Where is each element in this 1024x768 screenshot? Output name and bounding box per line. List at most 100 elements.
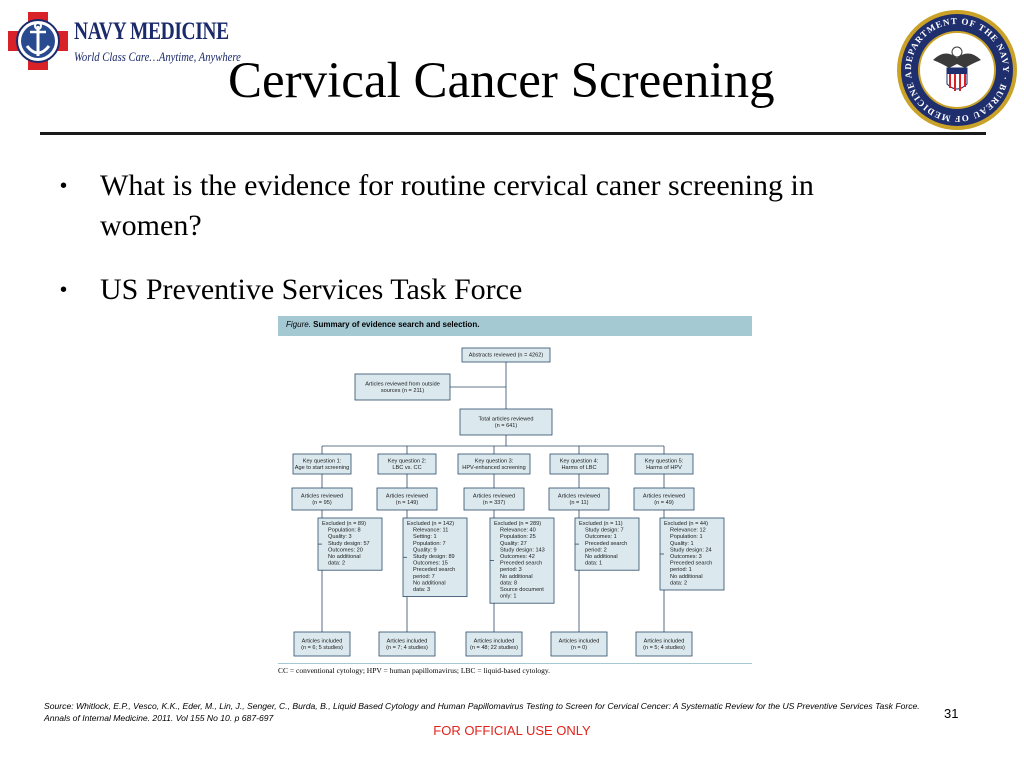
figure-title: Figure. Summary of evidence search and s… — [286, 320, 479, 329]
excluded-text: period: 7 — [413, 574, 435, 580]
excluded-text: data: 1 — [585, 561, 602, 567]
excluded-text: Excluded (n = 11) — [579, 521, 623, 527]
excluded-text: data: 3 — [413, 587, 430, 593]
total-reviewed-text: (n = 641) — [495, 423, 518, 429]
excluded-text: Population: 25 — [500, 534, 536, 540]
articles-reviewed-text: (n = 49) — [654, 500, 674, 506]
excluded-text: No additional — [500, 574, 533, 580]
bullet-text: US Preventive Services Task Force — [100, 273, 523, 306]
excluded-text: Population: 8 — [328, 528, 361, 534]
excluded-text: Preceded search — [585, 541, 627, 547]
excluded-text: Study design: 24 — [670, 547, 712, 553]
excluded-box — [402, 517, 468, 597]
key-question-text: Harms of HPV — [646, 465, 682, 471]
excluded-text: Relevance: 11 — [413, 528, 448, 534]
articles-included-box — [635, 631, 693, 657]
bullet-marker: • — [60, 279, 68, 301]
abstracts-reviewed-text: Abstracts reviewed (n = 4262) — [469, 353, 544, 359]
excluded-text: Quality: 3 — [328, 534, 352, 540]
excluded-text: Preceded search — [670, 561, 712, 567]
excluded-text: Population: 7 — [413, 541, 446, 547]
slide-title: Cervical Cancer Screening — [228, 53, 775, 109]
figure-caption: CC = conventional cytology; HPV = human … — [278, 666, 551, 675]
bullet-marker: • — [60, 175, 68, 197]
evidence-flow-figure: Figure. Summary of evidence search and s… — [278, 316, 752, 680]
excluded-text: Outcomes: 15 — [413, 561, 448, 567]
key-question-text: Key question 4: — [560, 458, 599, 464]
excluded-text: No additional — [670, 574, 703, 580]
articles-included-text: Articles included — [559, 638, 600, 644]
excluded-text: Study design: 89 — [413, 554, 455, 560]
excluded-text: period: 1 — [670, 567, 692, 573]
key-question-text: Key question 3: — [475, 458, 514, 464]
excluded-text: Source document — [500, 587, 544, 593]
articles-reviewed-text: (n = 149) — [396, 500, 419, 506]
articles-reviewed-text: Articles reviewed — [558, 493, 600, 499]
articles-reviewed-text: (n = 95) — [312, 500, 332, 506]
outside-sources-text: Articles reviewed from outside — [365, 381, 440, 387]
key-question-text: Harms of LBC — [561, 465, 596, 471]
caption-divider — [278, 663, 752, 664]
key-question-text: Key question 5: — [645, 458, 684, 464]
flowchart: Abstracts reviewed (n = 4262) Articles re… — [291, 347, 725, 657]
bureau-seal-icon: DEPARTMENT OF THE NAVY · BUREAU OF MEDIC… — [895, 8, 1017, 130]
articles-included-text: (n = 5; 4 studies) — [643, 645, 685, 651]
excluded-text: No additional — [328, 554, 361, 560]
excluded-text: Study design: 143 — [500, 547, 545, 553]
articles-reviewed-text: (n = 11) — [569, 500, 588, 506]
articles-included-text: (n = 6; 5 studies) — [301, 645, 343, 651]
articles-included-text: (n = 7; 4 studies) — [386, 645, 428, 651]
key-question-text: HPV-enhanced screening — [462, 465, 525, 471]
figure-title-text: Summary of evidence search and selection… — [313, 320, 480, 329]
articles-reviewed-text: Articles reviewed — [386, 493, 428, 499]
excluded-text: Excluded (n = 142) — [407, 521, 454, 527]
logo-tagline: World Class Care…Anytime, Anywhere — [74, 50, 241, 64]
articles-included-text: Articles included — [387, 638, 428, 644]
key-question-text: Key question 1: — [303, 458, 342, 464]
excluded-text: Outcomes: 1 — [585, 534, 617, 540]
excluded-text: Outcomes: 3 — [670, 554, 702, 560]
total-reviewed-text: Total articles reviewed — [478, 416, 533, 422]
articles-included-text: (n = 48; 22 studies) — [470, 645, 518, 651]
articles-reviewed-text: (n = 337) — [483, 500, 506, 506]
excluded-text: Study design: 57 — [328, 541, 370, 547]
excluded-text: Preceded search — [413, 567, 455, 573]
articles-included-text: Articles included — [302, 638, 343, 644]
anchor-cross-icon — [8, 12, 68, 70]
excluded-text: Quality: 27 — [500, 541, 527, 547]
excluded-text: Population: 1 — [670, 534, 703, 540]
excluded-box — [317, 517, 383, 571]
articles-included-box — [378, 631, 436, 657]
excluded-text: data: 8 — [500, 580, 517, 586]
figure-header: Figure. Summary of evidence search and s… — [278, 316, 752, 336]
bullet-text: What is the evidence for routine cervica… — [100, 169, 814, 242]
page-number: 31 — [944, 706, 959, 721]
excluded-text: data: 2 — [328, 561, 345, 567]
excluded-text: Quality: 9 — [413, 547, 437, 553]
outside-sources-text: sources (n = 211) — [381, 388, 424, 394]
key-question-text: Key question 2: — [388, 458, 427, 464]
excluded-text: period: 3 — [500, 567, 522, 573]
excluded-text: Relevance: 12 — [670, 528, 706, 534]
logo-title: NAVY MEDICINE — [74, 18, 229, 45]
excluded-text: Excluded (n = 289) — [494, 521, 541, 527]
title-divider — [40, 132, 986, 135]
articles-included-box — [465, 631, 523, 657]
excluded-text: data: 2 — [670, 580, 687, 586]
excluded-box — [659, 517, 725, 591]
articles-included-text: Articles included — [644, 638, 685, 644]
articles-included-text: Articles included — [474, 638, 515, 644]
classification-banner: FOR OFFICIAL USE ONLY — [433, 723, 591, 738]
excluded-text: Excluded (n = 89) — [322, 521, 366, 527]
excluded-text: Outcomes: 42 — [500, 554, 535, 560]
articles-reviewed-text: Articles reviewed — [301, 493, 343, 499]
excluded-text: Preceded search — [500, 561, 542, 567]
navy-medicine-logo: NAVY MEDICINE World Class Care…Anytime, … — [6, 10, 241, 72]
articles-reviewed-text: Articles reviewed — [643, 493, 685, 499]
excluded-text: Outcomes: 20 — [328, 547, 363, 553]
excluded-text: Excluded (n = 44) — [664, 521, 708, 527]
excluded-text: No additional — [413, 580, 446, 586]
excluded-text: No additional — [585, 554, 618, 560]
key-question-text: LBC vs. CC — [392, 465, 421, 471]
articles-reviewed-text: Articles reviewed — [473, 493, 515, 499]
